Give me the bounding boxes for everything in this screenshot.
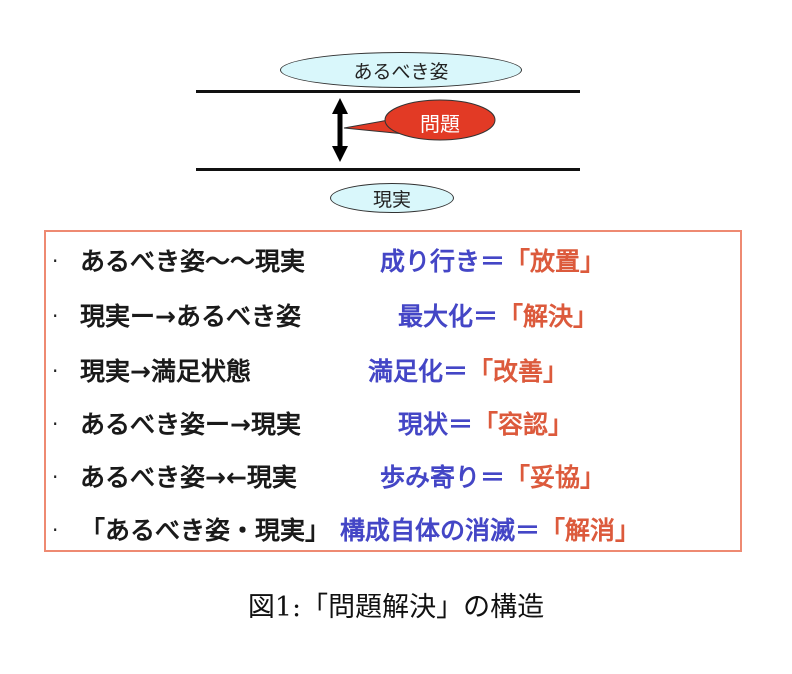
row-outcome: 「容認」 — [473, 410, 574, 439]
row-outcome: 「妥協」 — [505, 463, 606, 492]
gap-arrow-and-callout — [332, 98, 496, 162]
row-strategy: 最大化＝ — [398, 302, 499, 331]
double-arrow-icon — [332, 98, 348, 162]
row-bullet: · — [52, 359, 59, 383]
row-outcome: 「解決」 — [498, 302, 599, 331]
row-bullet: · — [52, 518, 59, 542]
row-classification: 現状＝「容認」 — [398, 410, 573, 440]
reality-ellipse: 現実 — [330, 183, 454, 213]
row-outcome: 「改善」 — [468, 357, 569, 386]
row-relation: あるべき姿→←現実 — [80, 463, 297, 492]
row-classification: 最大化＝「解決」 — [398, 302, 598, 332]
ideal-line — [196, 90, 580, 93]
explanation-box — [44, 230, 742, 552]
row-relation: 「あるべき姿・現実」 — [80, 516, 331, 545]
row-strategy: 歩み寄り＝ — [380, 463, 506, 492]
row-relation: 現実ー→あるべき姿 — [80, 302, 301, 331]
row-outcome: 「放置」 — [505, 247, 606, 276]
row-bullet: · — [52, 249, 59, 273]
row-strategy: 成り行き＝ — [380, 247, 506, 276]
row-bullet: · — [52, 412, 59, 436]
figure-caption: 図1:「問題解決」の構造 — [247, 592, 545, 623]
row-strategy: 構成自体の消滅＝ — [340, 516, 541, 545]
row-outcome: 「解消」 — [540, 516, 641, 545]
row-strategy: 満足化＝ — [368, 357, 469, 386]
row-relation: あるべき姿～～現実 — [80, 247, 306, 276]
problem-callout — [343, 99, 496, 141]
reality-line — [196, 168, 580, 171]
ideal-state-ellipse: あるべき姿 — [280, 52, 522, 88]
row-strategy: 現状＝ — [398, 410, 474, 439]
ideal-state-label: あるべき姿 — [353, 60, 449, 83]
problem-label: 問題 — [420, 112, 460, 136]
row-bullet: · — [52, 465, 59, 489]
reality-label: 現実 — [372, 188, 411, 211]
row-relation: 現実→満足状態 — [80, 357, 251, 386]
row-classification: 満足化＝「改善」 — [368, 357, 568, 387]
row-classification: 成り行き＝「放置」 — [380, 247, 605, 277]
row-bullet: · — [52, 304, 59, 328]
row-classification: 構成自体の消滅＝「解消」 — [340, 516, 640, 546]
row-relation: あるべき姿ー→現実 — [80, 410, 301, 439]
row-classification: 歩み寄り＝「妥協」 — [380, 463, 605, 493]
